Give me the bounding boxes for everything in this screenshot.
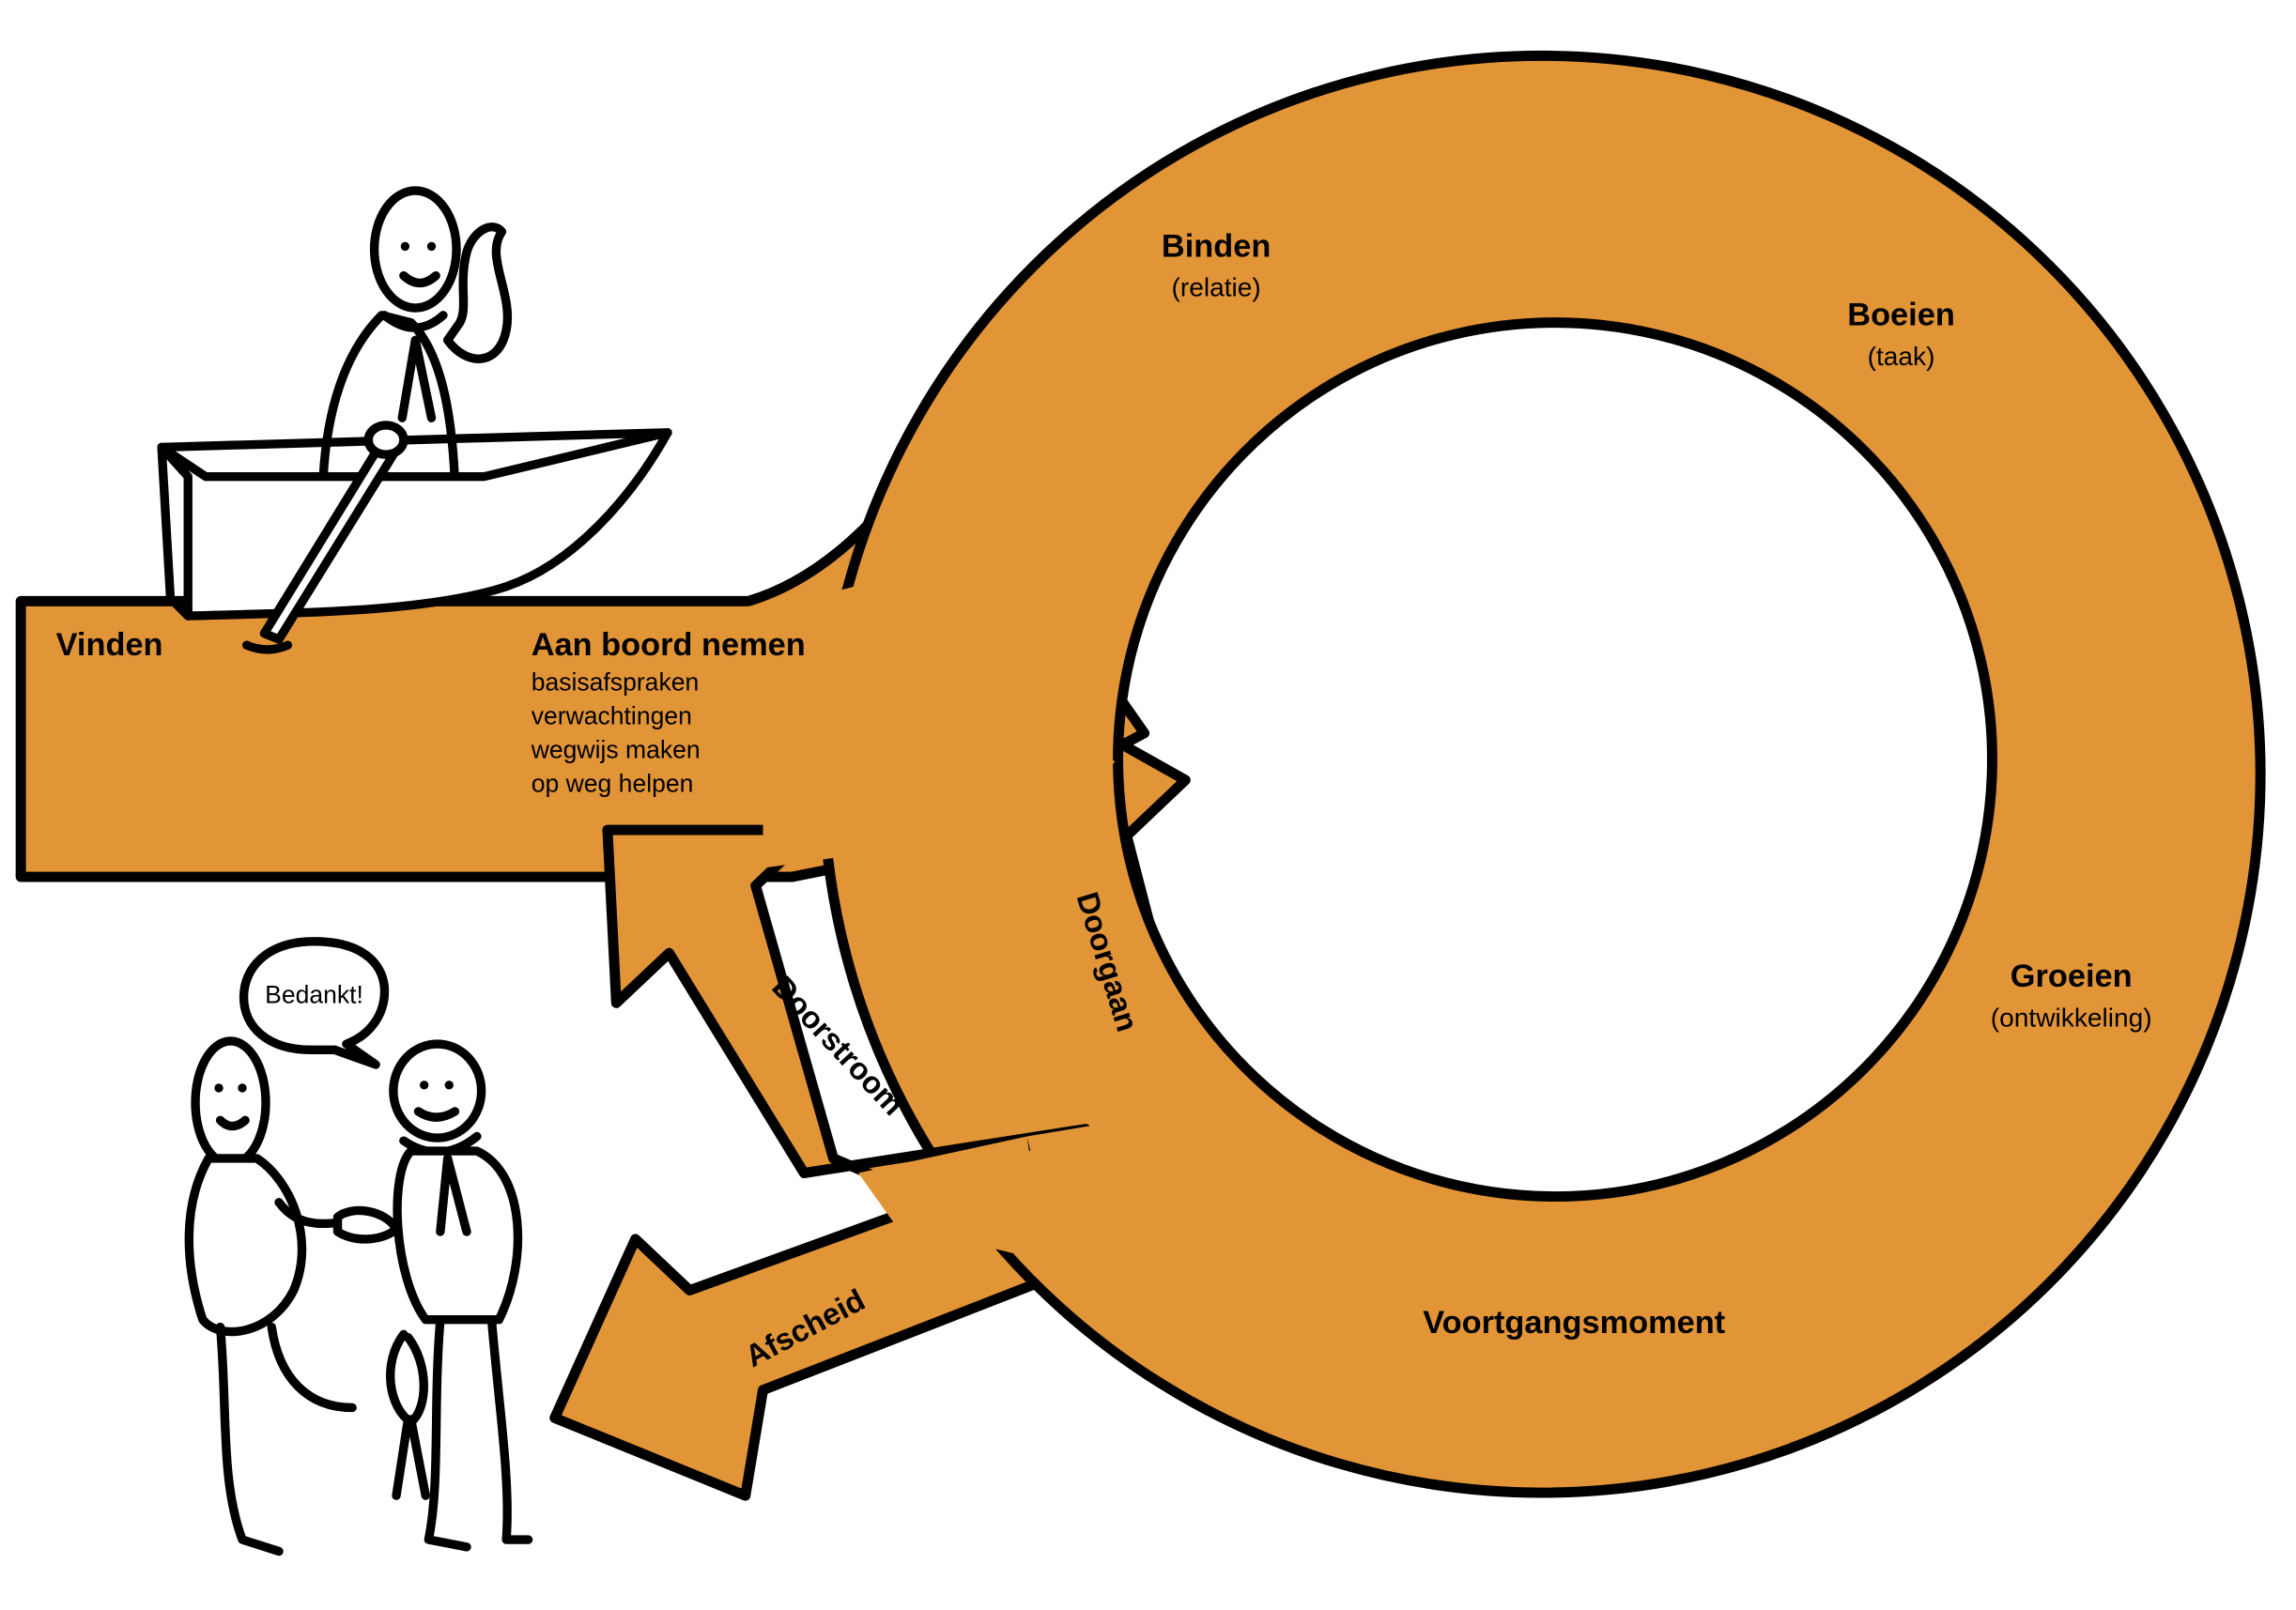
label-boeien: Boeien (1847, 298, 1955, 333)
aan-boord-item: wegwijs maken (531, 736, 701, 764)
speech-bubble-text: Bedankt! (265, 980, 363, 1008)
two-people-handshake-icon (184, 1036, 533, 1556)
aan-boord-item: verwachtingen (532, 702, 692, 730)
aan-boord-item: op weg helpen (532, 769, 694, 797)
label-voortgangsmoment: Voortgangsmoment (1423, 1305, 1726, 1341)
cycle-ring (817, 50, 2266, 1498)
cycle-shape (15, 50, 2266, 1501)
rowing-boat-icon (157, 428, 672, 621)
person-rowing-boat-icon (157, 186, 672, 654)
label-binden: Binden (1162, 228, 1271, 264)
label-binden-sub: (relatie) (1171, 273, 1260, 302)
label-aan-boord: Aan boord nemen (532, 627, 806, 663)
speech-bubble-icon: Bedankt! (239, 937, 390, 1069)
doorstroom-arrow (602, 824, 1091, 1190)
label-groeien-sub: (ontwikkeling) (1991, 1003, 2152, 1032)
label-vinden: Vinden (56, 627, 163, 663)
aan-boord-item: basisafspraken (532, 668, 700, 697)
label-groeien: Groeien (2011, 958, 2133, 994)
label-boeien-sub: (taak) (1868, 342, 1935, 371)
